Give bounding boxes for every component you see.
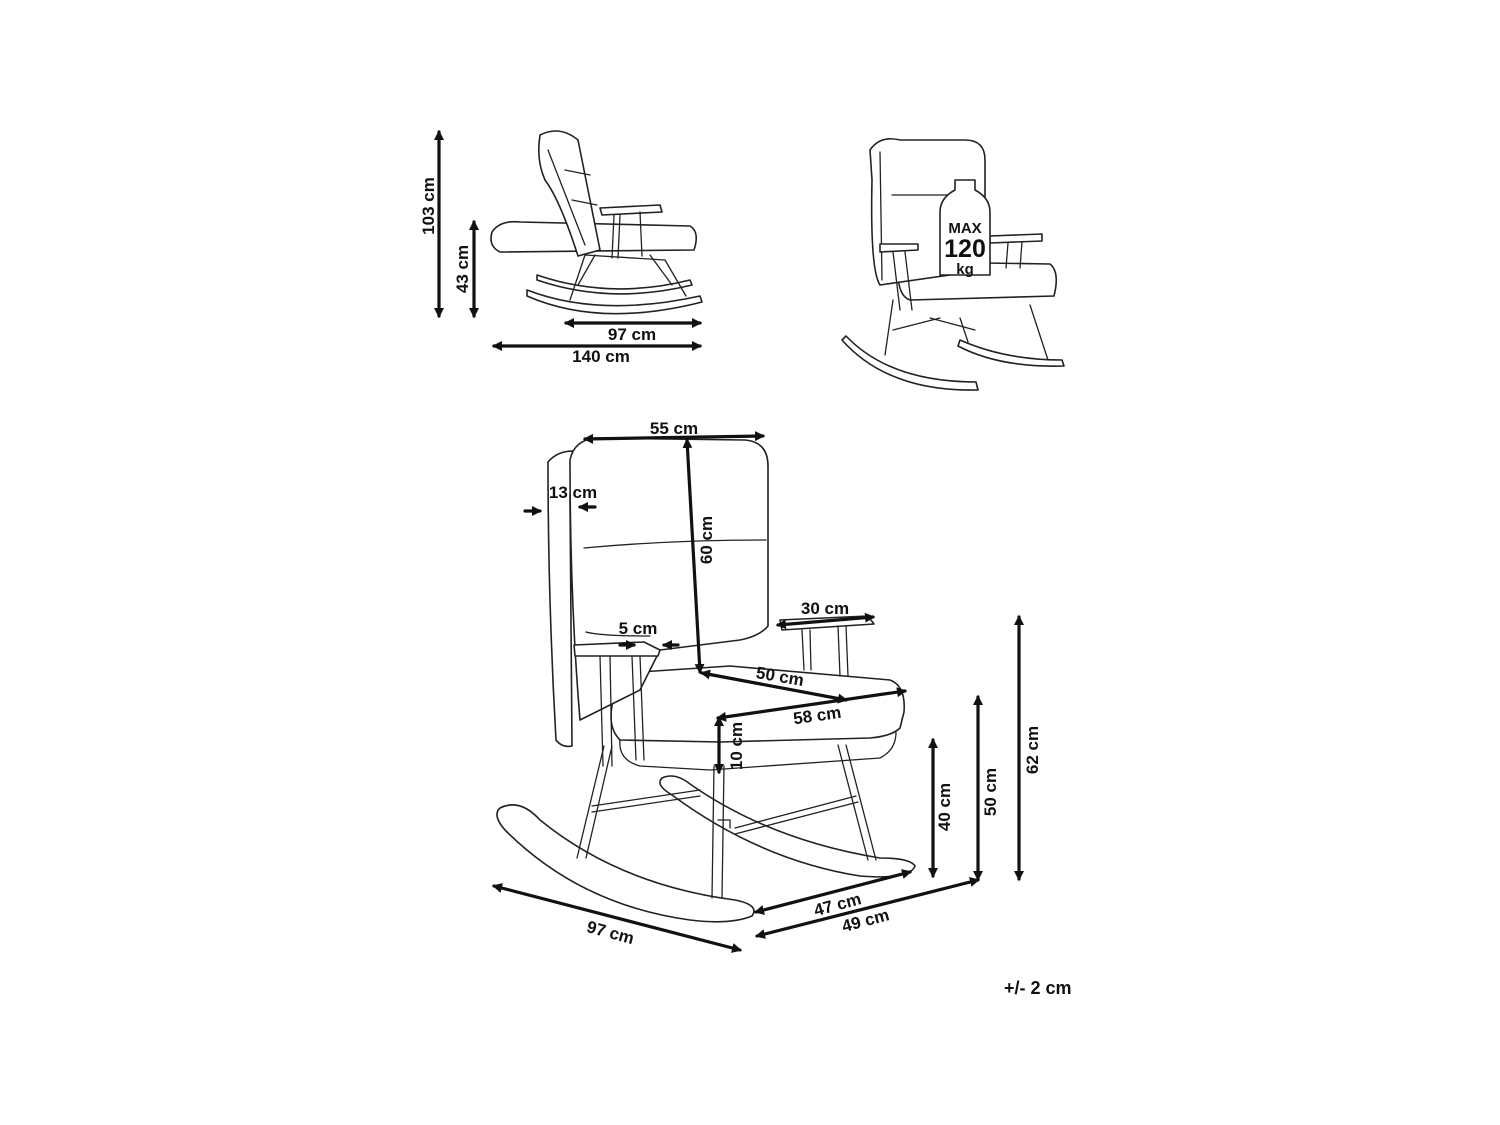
side-total-depth-dim: 140 cm [492,341,702,366]
armrest-length-dim: 30 cm [776,599,875,630]
seat-height-label: 50 cm [981,768,1000,816]
side-depth-base-label: 97 cm [608,325,656,344]
back-height-label: 60 cm [697,516,716,564]
tolerance-note: +/- 2 cm [1004,978,1072,998]
weight-badge-value: 120 [944,235,986,263]
armrest-width-label: 5 cm [619,619,658,638]
back-height-dim: 60 cm [682,438,716,674]
side-total-height-label: 103 cm [419,177,438,235]
side-seat-height-dim: 43 cm [453,220,479,318]
armrest-length-label: 30 cm [801,599,849,618]
weight-badge: MAX 120 kg [939,179,991,278]
back-width-dim: 55 cm [583,419,765,444]
weight-badge-unit: kg [956,261,974,278]
back-width-label: 55 cm [650,419,698,438]
back-thickness-label: 13 cm [549,483,597,502]
armrest-width-dim: 5 cm [618,619,680,650]
side-depth-base-dim: 97 cm [564,318,702,344]
frame-height-dim: 40 cm [928,738,954,878]
frame-height-label: 40 cm [935,783,954,831]
armrest-height-label: 62 cm [1023,726,1042,774]
armrest-height-dim: 62 cm [1014,615,1042,881]
side-total-depth-label: 140 cm [572,347,630,366]
side-seat-height-label: 43 cm [453,245,472,293]
side-view-chair [490,130,703,315]
back-thickness-dim: 13 cm [523,483,597,516]
main-view-chair [496,437,916,923]
outer-width-dim: 49 cm [755,877,980,939]
seat-thickness-label: 10 cm [727,722,746,770]
seat-height-dim: 50 cm [973,695,1000,881]
seat-width-dim: 58 cm [716,687,907,728]
weight-badge-max: MAX [948,220,981,237]
side-total-height-dim: 103 cm [419,130,444,318]
seat-thickness-dim: 10 cm [714,716,746,774]
